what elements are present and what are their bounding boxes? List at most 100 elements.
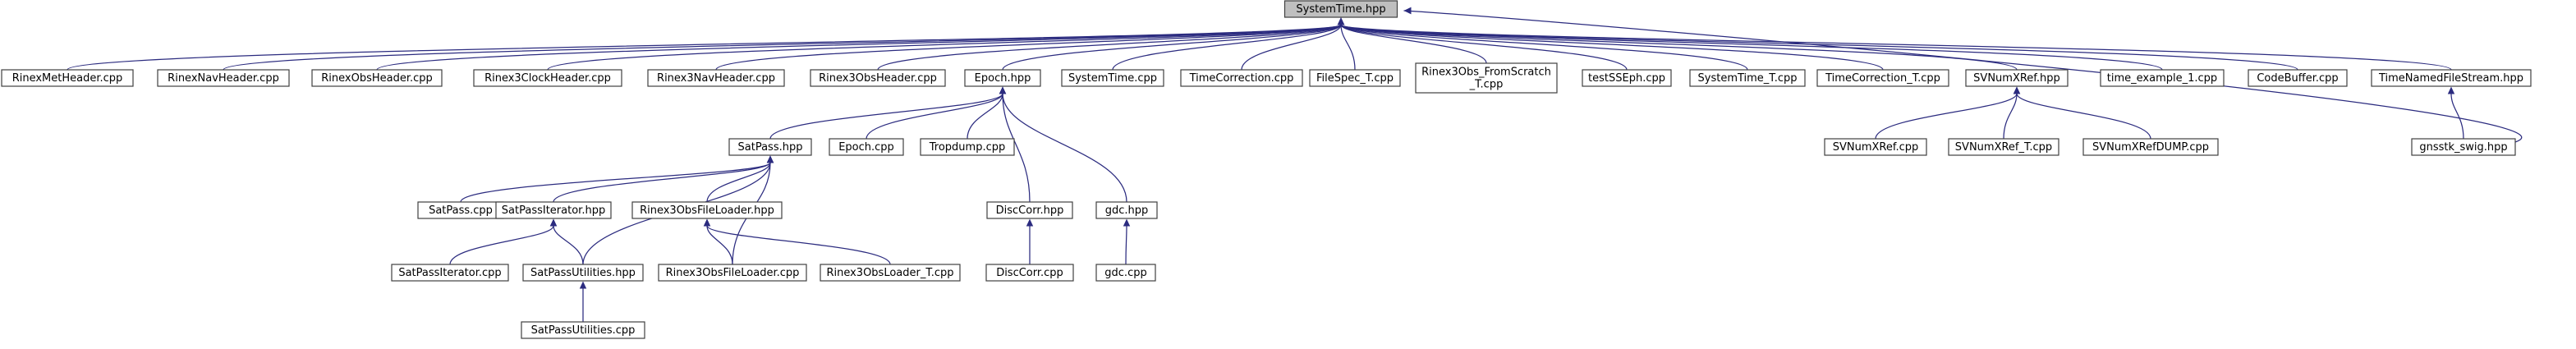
node-disccorr-cpp[interactable]: DiscCorr.cpp [985, 264, 1074, 282]
node-box[interactable] [820, 264, 961, 282]
node-box[interactable] [473, 69, 622, 87]
node-svnumxref-cpp[interactable]: SVNumXRef.cpp [1824, 138, 1927, 156]
node-box[interactable] [920, 138, 1015, 156]
node-gnsstk-swig-hpp[interactable]: gnsstk_swig.hpp [2411, 138, 2516, 156]
node-rinex3obsfileloader-cpp[interactable]: Rinex3ObsFileLoader.cpp [658, 264, 807, 282]
edge-arrowhead [1337, 17, 1345, 25]
node-timenamedfilestream-hpp[interactable]: TimeNamedFileStream.hpp [2371, 69, 2532, 87]
node-box[interactable] [1180, 69, 1303, 87]
node-box[interactable] [2100, 69, 2225, 87]
node-rinex3clockheader-cpp[interactable]: Rinex3ClockHeader.cpp [473, 69, 622, 87]
node-epoch-hpp[interactable]: Epoch.hpp [964, 69, 1041, 87]
node-box[interactable] [521, 321, 645, 339]
node-box[interactable] [810, 69, 946, 87]
node-box[interactable] [2082, 138, 2219, 156]
node-systemtime-cpp[interactable]: SystemTime.cpp [1061, 69, 1164, 87]
node-label: Epoch.hpp [975, 72, 1031, 85]
node-box[interactable] [658, 264, 807, 282]
node-label: Rinex3ClockHeader.cpp [484, 72, 611, 85]
node-gdc-cpp[interactable]: gdc.cpp [1095, 264, 1156, 282]
node-box[interactable] [728, 138, 812, 156]
node-box[interactable] [631, 201, 783, 219]
node-satpassiterator-hpp[interactable]: SatPassIterator.hpp [495, 201, 612, 219]
node-box[interactable] [311, 69, 443, 87]
node-box[interactable] [391, 264, 509, 282]
node-svnumxrefdump-cpp[interactable]: SVNumXRefDUMP.cpp [2082, 138, 2219, 156]
node-box[interactable] [1582, 69, 1672, 87]
node-satpass-cpp[interactable]: SatPass.cpp [417, 201, 504, 219]
edge-arrowhead [1123, 218, 1131, 227]
node-label: DiscCorr.cpp [996, 267, 1063, 279]
node-box[interactable] [1415, 62, 1558, 94]
node-box[interactable] [2248, 69, 2348, 87]
node-box[interactable] [1, 69, 134, 87]
edge-arrowhead [999, 86, 1007, 94]
node-rinex3navheader-cpp[interactable]: Rinex3NavHeader.cpp [647, 69, 785, 87]
edge-n20-to-n7 [866, 93, 1003, 140]
node-rinex3obs-fromscratch-t-cpp[interactable]: Rinex3Obs_FromScratch_T.cpp [1415, 62, 1558, 94]
node-rinexmetheader-cpp[interactable]: RinexMetHeader.cpp [1, 69, 134, 87]
node-box[interactable] [157, 69, 290, 87]
node-box[interactable] [1309, 69, 1401, 87]
node-label: TimeCorrection.cpp [1189, 72, 1294, 85]
node-label: _T.cpp [1469, 79, 1504, 91]
node-rinex3obsheader-cpp[interactable]: Rinex3ObsHeader.cpp [810, 69, 946, 87]
node-svnumxref-hpp[interactable]: SVNumXRef.hpp [1965, 69, 2069, 87]
node-label: SatPassUtilities.cpp [531, 324, 636, 337]
node-box[interactable] [1061, 69, 1164, 87]
edge-n36-to-n30 [1125, 225, 1127, 265]
node-box[interactable] [986, 201, 1073, 219]
node-label: SVNumXRef.cpp [1833, 141, 1919, 154]
node-tropdump-cpp[interactable]: Tropdump.cpp [920, 138, 1015, 156]
node-label: Rinex3NavHeader.cpp [657, 72, 775, 85]
node-epoch-cpp[interactable]: Epoch.cpp [829, 138, 904, 156]
node-box[interactable] [829, 138, 904, 156]
node-systemtime-hpp[interactable]: SystemTime.hpp [1283, 0, 1398, 18]
node-satpass-hpp[interactable]: SatPass.hpp [728, 138, 812, 156]
node-box[interactable] [1948, 138, 2059, 156]
node-time-example-1-cpp[interactable]: time_example_1.cpp [2100, 69, 2225, 87]
edge-arrowhead [703, 218, 711, 227]
node-box[interactable] [964, 69, 1041, 87]
node-box[interactable] [1689, 69, 1806, 87]
node-satpassutilities-hpp[interactable]: SatPassUtilities.hpp [522, 264, 644, 282]
node-disccorr-hpp[interactable]: DiscCorr.hpp [986, 201, 1073, 219]
edge-n10-to-n0 [1340, 24, 1356, 71]
node-box[interactable] [1095, 264, 1156, 282]
edge-arrowhead [1403, 7, 1412, 15]
node-systemtime-t-cpp[interactable]: SystemTime_T.cpp [1689, 69, 1806, 87]
node-timecorrection-cpp[interactable]: TimeCorrection.cpp [1180, 69, 1303, 87]
node-rinexobsheader-cpp[interactable]: RinexObsHeader.cpp [311, 69, 443, 87]
node-filespec-t-cpp[interactable]: FileSpec_T.cpp [1309, 69, 1401, 87]
node-testsseph-cpp[interactable]: testSSEph.cpp [1582, 69, 1672, 87]
node-satpassiterator-cpp[interactable]: SatPassIterator.cpp [391, 264, 509, 282]
node-label: Epoch.cpp [838, 141, 894, 154]
node-label: SystemTime_T.cpp [1698, 72, 1798, 85]
node-box[interactable] [1816, 69, 1949, 87]
node-label: SatPassUtilities.hpp [530, 267, 636, 279]
node-codebuffer-cpp[interactable]: CodeBuffer.cpp [2248, 69, 2348, 87]
node-rinex3obsfileloader-hpp[interactable]: Rinex3ObsFileLoader.hpp [631, 201, 783, 219]
node-box[interactable] [495, 201, 612, 219]
edge-n17-to-n0 [1340, 24, 2298, 71]
node-rinex3obsloader-t-cpp[interactable]: Rinex3ObsLoader_T.cpp [820, 264, 961, 282]
node-gdc-hpp[interactable]: gdc.hpp [1095, 201, 1158, 219]
node-label: SatPassIterator.hpp [502, 204, 605, 217]
node-box[interactable] [522, 264, 644, 282]
node-box[interactable] [1095, 201, 1158, 219]
node-rinexnavheader-cpp[interactable]: RinexNavHeader.cpp [157, 69, 290, 87]
root-node-box[interactable] [1283, 0, 1398, 18]
node-satpassutilities-cpp[interactable]: SatPassUtilities.cpp [521, 321, 645, 339]
node-svnumxref-t-cpp[interactable]: SVNumXRef_T.cpp [1948, 138, 2059, 156]
edge-n33-to-n28 [706, 225, 733, 265]
node-box[interactable] [2411, 138, 2516, 156]
node-box[interactable] [2371, 69, 2532, 87]
node-box[interactable] [647, 69, 785, 87]
edge-n34-to-n28 [706, 225, 891, 265]
node-box[interactable] [1965, 69, 2069, 87]
node-timecorrection-t-cpp[interactable]: TimeCorrection_T.cpp [1816, 69, 1949, 87]
node-box[interactable] [1824, 138, 1927, 156]
node-label: TimeCorrection_T.cpp [1825, 72, 1940, 85]
node-box[interactable] [985, 264, 1074, 282]
